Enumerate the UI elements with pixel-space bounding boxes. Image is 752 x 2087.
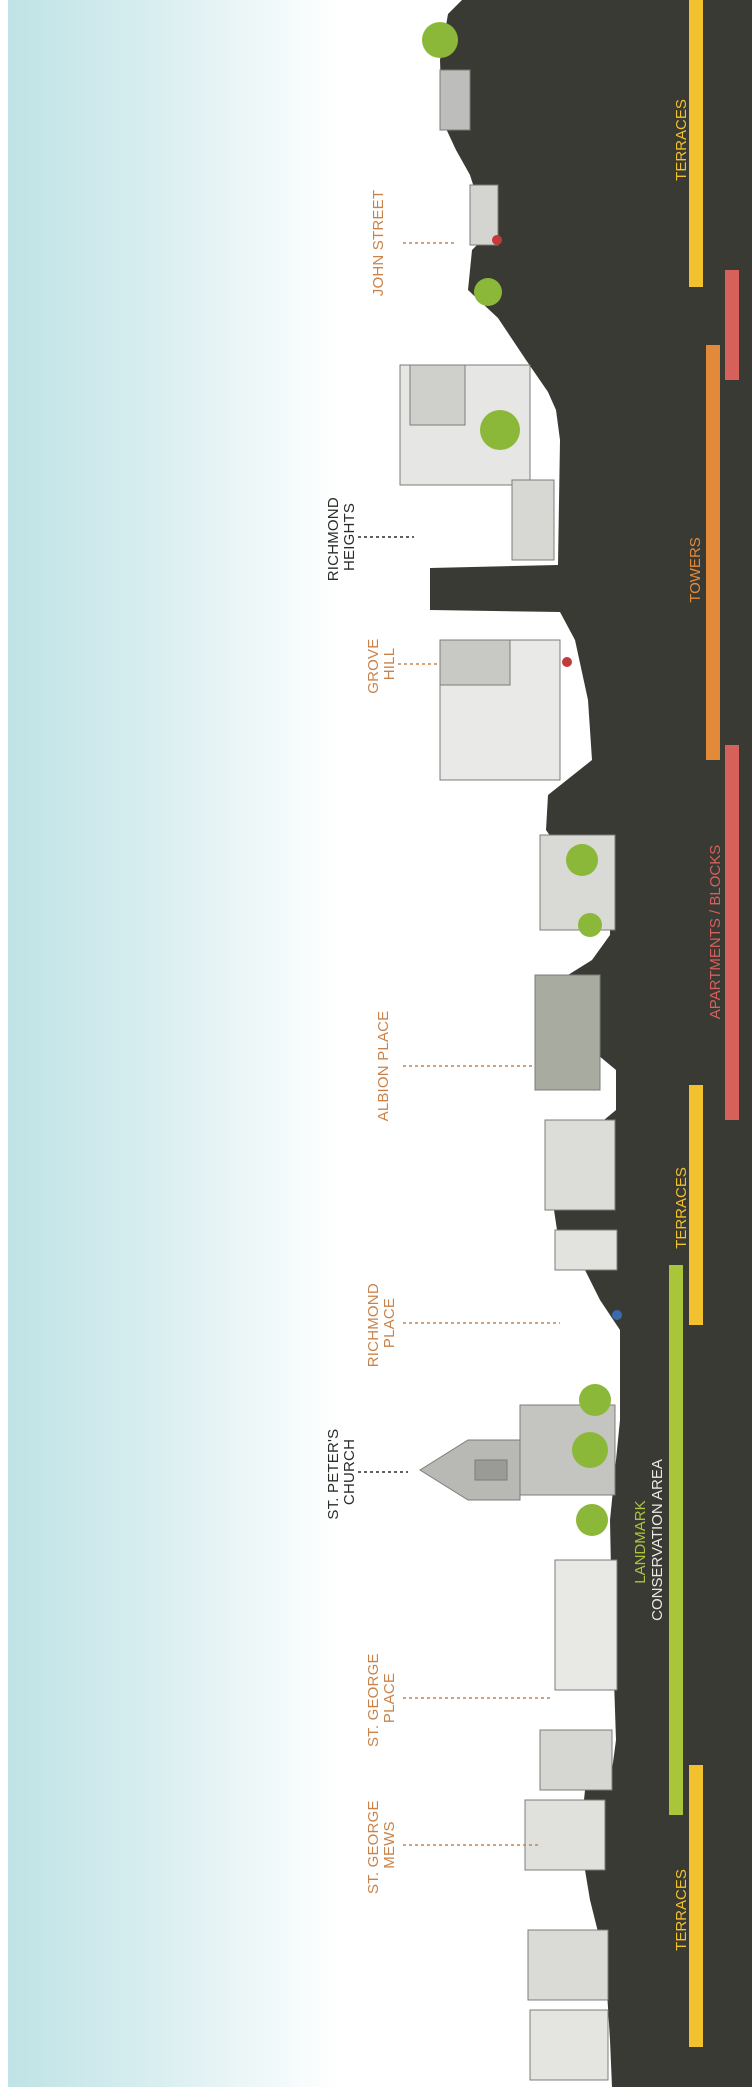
- terrace-block-4: [524, 1799, 606, 1871]
- band-label-towers: TOWERS: [687, 537, 704, 603]
- church-spire: [419, 1439, 521, 1501]
- tower-2: [511, 479, 555, 561]
- label-grove-hill: GROVE HILL: [365, 634, 398, 694]
- bar-apartments-top: [725, 270, 739, 380]
- leader-lines: [358, 242, 560, 1846]
- band-label-terraces-top: TERRACES: [673, 99, 690, 181]
- bar-terraces-bottom: [689, 1765, 703, 2047]
- place-labels: JOHN STREET RICHMOND HEIGHTS GROVE HILL …: [325, 190, 398, 1894]
- label-richmond-place: RICHMOND PLACE: [365, 1279, 398, 1367]
- category-labels: TERRACES TOWERS APARTMENTS / BLOCKS TERR…: [632, 99, 724, 1951]
- tree-2: [474, 278, 502, 306]
- band-label-conservation: LANDMARK CONSERVATION AREA: [632, 1459, 666, 1621]
- bar-towers: [706, 345, 720, 760]
- albion-block: [534, 974, 601, 1091]
- tree-8: [576, 1504, 608, 1536]
- label-albion-place: ALBION PLACE: [375, 1011, 392, 1122]
- building-john-street-2: [469, 184, 499, 246]
- tree-7: [572, 1432, 608, 1468]
- terrace-block-6: [529, 2009, 609, 2081]
- tree-1: [422, 22, 458, 58]
- building-john-street-1: [439, 69, 471, 131]
- bar-terraces-top: [689, 0, 703, 287]
- car-marker-2: [562, 657, 572, 667]
- bar-terraces-mid: [689, 1085, 703, 1325]
- tree-5: [578, 913, 602, 937]
- trees: [422, 22, 611, 1536]
- bar-conservation: [669, 1265, 683, 1815]
- car-marker-1: [492, 235, 502, 245]
- terrace-block-1: [544, 1119, 616, 1211]
- terrace-block-2: [554, 1229, 618, 1271]
- st-george-block: [554, 1559, 618, 1691]
- tower-3-side: [439, 639, 511, 686]
- buildings: [399, 69, 618, 2081]
- label-richmond-heights: RICHMOND HEIGHTS: [325, 493, 358, 581]
- terrace-block-5: [527, 1929, 609, 2001]
- church-window: [474, 1459, 508, 1481]
- category-bars: [669, 0, 739, 2047]
- tree-4: [566, 844, 598, 876]
- label-st-george-mews: ST. GEORGE MEWS: [365, 1796, 398, 1894]
- tree-3: [480, 410, 520, 450]
- label-st-george-place: ST. GEORGE PLACE: [365, 1649, 398, 1747]
- tower-1-side: [409, 364, 466, 426]
- tree-6: [579, 1384, 611, 1416]
- car-marker-3: [612, 1310, 622, 1320]
- bar-apartments: [725, 745, 739, 1120]
- sky-gradient: [8, 0, 338, 2087]
- label-john-street: JOHN STREET: [370, 190, 387, 296]
- terrace-block-3: [539, 1729, 613, 1791]
- label-st-peters-church: ST. PETER'S CHURCH: [325, 1424, 358, 1519]
- band-label-terraces-bottom: TERRACES: [673, 1869, 690, 1951]
- band-label-terraces-mid: TERRACES: [673, 1167, 690, 1249]
- band-label-apartments: APARTMENTS / BLOCKS: [707, 845, 724, 1020]
